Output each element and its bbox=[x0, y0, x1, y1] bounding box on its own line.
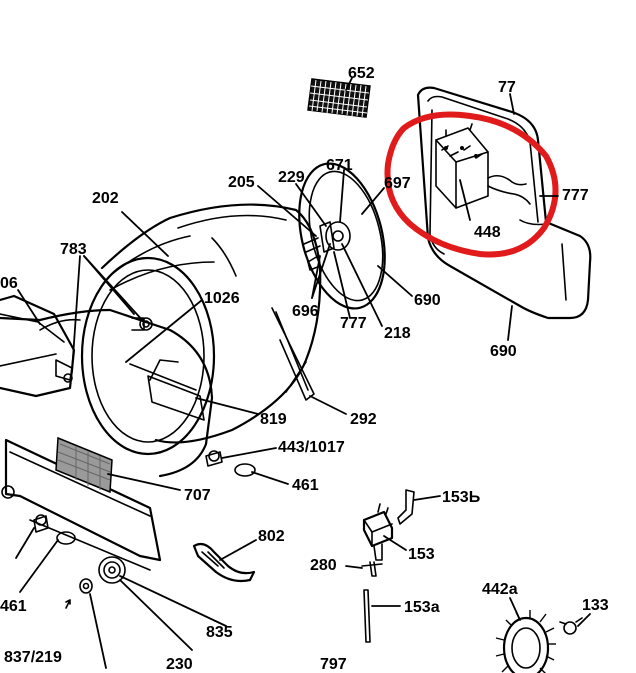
label-797: 797 bbox=[320, 656, 347, 673]
label-77: 77 bbox=[498, 79, 516, 96]
label-697: 697 bbox=[384, 175, 411, 192]
thermostat-153 bbox=[362, 503, 394, 561]
label-292: 292 bbox=[350, 411, 377, 428]
seal-802 bbox=[192, 542, 256, 583]
roller-835 bbox=[98, 556, 126, 584]
gear-442a bbox=[495, 610, 556, 673]
label-153: 153 bbox=[408, 546, 435, 563]
label-448: 448 bbox=[474, 224, 501, 241]
label-153a: 153a bbox=[404, 599, 440, 616]
label-153b: 153Ь bbox=[442, 489, 480, 506]
bolt-left bbox=[33, 514, 49, 533]
highlight-circle bbox=[384, 111, 559, 258]
knob-133 bbox=[559, 617, 583, 635]
part-443-1017 bbox=[205, 450, 223, 467]
label-202: 202 bbox=[92, 190, 119, 207]
grille-652 bbox=[307, 78, 371, 118]
label-690-bottom: 690 bbox=[490, 343, 517, 360]
washer-461-right bbox=[234, 463, 256, 477]
label-443-1017: 443/1017 bbox=[278, 439, 345, 456]
label-777-right: 777 bbox=[562, 187, 589, 204]
label-652: 652 bbox=[348, 65, 375, 82]
label-230: 230 bbox=[166, 656, 193, 673]
label-442a: 442a bbox=[482, 581, 518, 598]
label-690-top: 690 bbox=[414, 292, 441, 309]
label-461-right: 461 bbox=[292, 477, 319, 494]
label-133: 133 bbox=[582, 597, 609, 614]
rod-153a bbox=[363, 589, 371, 643]
label-229: 229 bbox=[278, 169, 305, 186]
washer-461-left bbox=[56, 531, 76, 545]
label-461-left: 461 bbox=[0, 598, 27, 615]
label-205: 205 bbox=[228, 174, 255, 191]
screw-280 bbox=[361, 561, 383, 577]
label-671: 671 bbox=[326, 157, 353, 174]
label-802: 802 bbox=[258, 528, 285, 545]
part-labels: 652 77 671 697 777 448 690 690 205 229 2… bbox=[0, 65, 609, 673]
drum-202 bbox=[100, 203, 322, 444]
label-280: 280 bbox=[310, 557, 337, 574]
label-696: 696 bbox=[292, 303, 319, 320]
arrow-837 bbox=[65, 599, 71, 609]
label-218: 218 bbox=[384, 325, 411, 342]
label-783: 783 bbox=[60, 241, 87, 258]
bushing-783 bbox=[131, 317, 153, 331]
lint-filter-707 bbox=[55, 436, 113, 494]
label-837-219: 837/219 bbox=[4, 649, 62, 666]
label-707: 707 bbox=[184, 487, 211, 504]
label-06: 06 bbox=[0, 275, 18, 292]
clip-153b bbox=[397, 489, 415, 525]
label-819: 819 bbox=[260, 411, 287, 428]
leader-lines bbox=[15, 77, 591, 669]
label-1026: 1026 bbox=[204, 290, 240, 307]
clip-230 bbox=[79, 578, 93, 594]
label-835: 835 bbox=[206, 624, 233, 641]
label-777-mid: 777 bbox=[340, 315, 367, 332]
heater-element-448 bbox=[435, 123, 531, 209]
front-panel bbox=[0, 256, 216, 571]
